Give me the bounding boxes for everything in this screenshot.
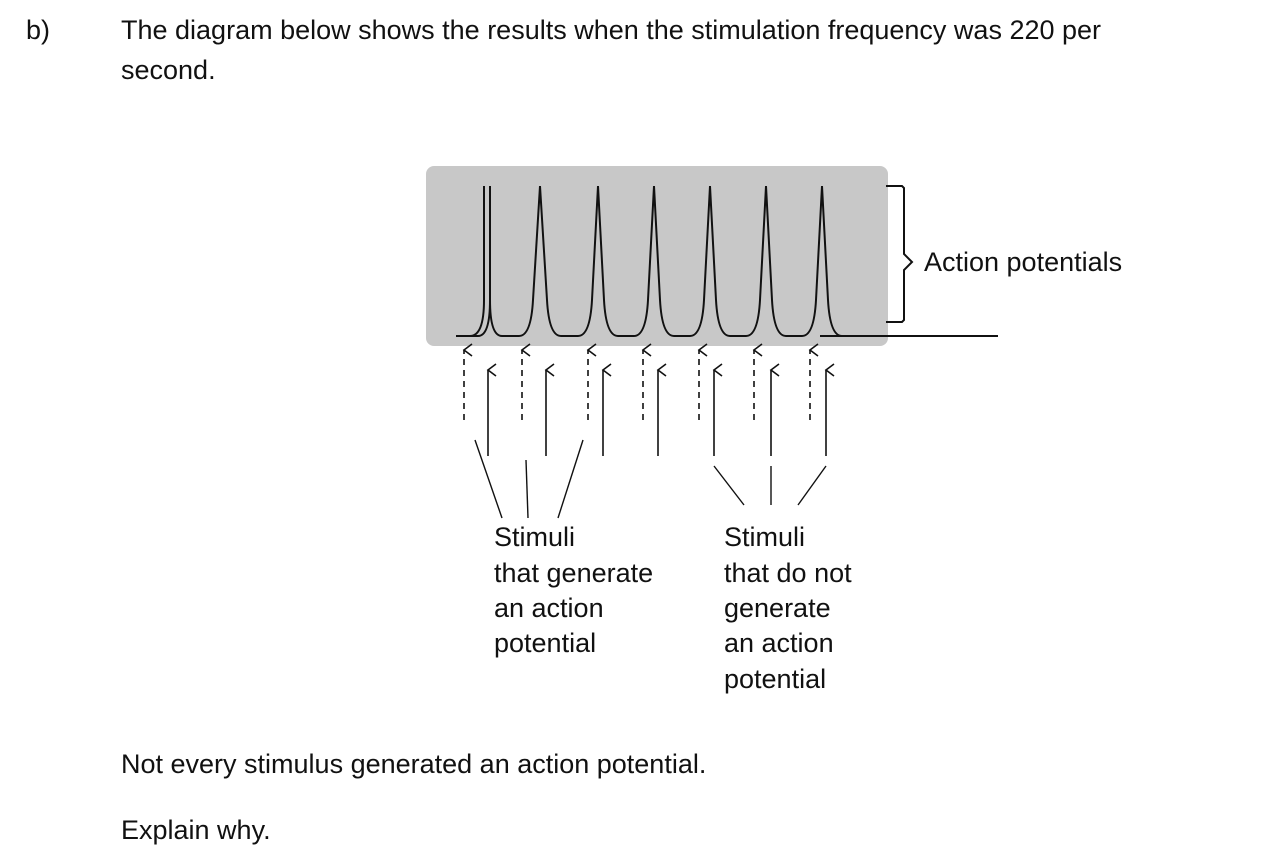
generating-stimuli-arrows: [486, 363, 835, 456]
intro-text-line-2: second.: [121, 55, 216, 85]
action-potentials-label: Action potentials: [924, 247, 1122, 277]
right-label-line: an action: [724, 628, 834, 658]
action-potentials-brace: [886, 185, 914, 323]
right-label-line: that do not: [724, 558, 852, 588]
left-label-line: that generate: [494, 558, 653, 588]
right-label-line: generate: [724, 593, 831, 623]
statement-text: Not every stimulus generated an action p…: [121, 749, 707, 779]
prompt-text: Explain why.: [121, 815, 271, 845]
left-label-leader-lines: [474, 439, 584, 519]
right-stimuli-label: Stimuli that do not generate an action p…: [724, 522, 852, 694]
intro-text-line-1: The diagram below shows the results when…: [121, 15, 1102, 45]
non-generating-stimuli-arrows: [462, 343, 819, 420]
right-label-line: potential: [724, 664, 826, 694]
left-label-line: potential: [494, 628, 596, 658]
right-label-leader-lines: [713, 465, 827, 506]
action-potential-trace: [456, 185, 845, 337]
left-stimuli-label: Stimuli that generate an action potentia…: [494, 522, 653, 658]
left-label-line: Stimuli: [494, 522, 575, 552]
right-label-line: Stimuli: [724, 522, 805, 552]
left-label-line: an action: [494, 593, 604, 623]
question-label: b): [26, 15, 51, 45]
